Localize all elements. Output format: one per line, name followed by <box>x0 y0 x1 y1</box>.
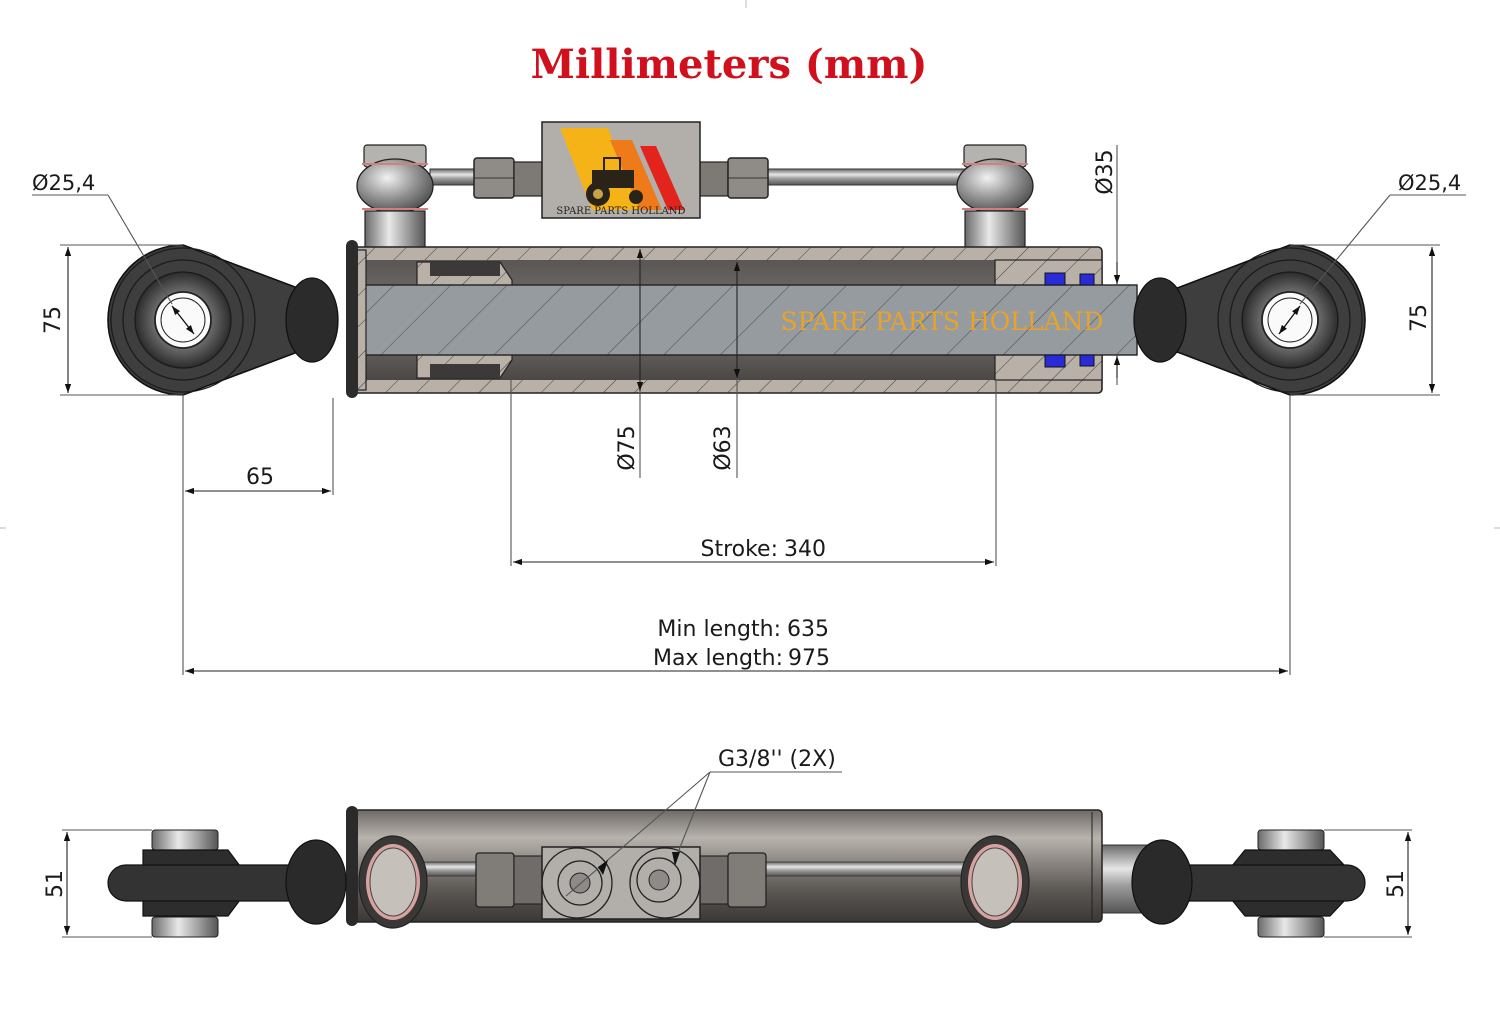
banjo-bolt-left <box>358 835 428 929</box>
dim-min-length-label: Min length: <box>657 617 781 642</box>
banjo-bolt-right <box>960 835 1030 929</box>
dim-eye-width-right: 51 <box>1384 870 1409 898</box>
dim-cylinder-bore: Ø63 <box>711 425 736 470</box>
dim-pin-left: Ø25,4 <box>32 171 95 195</box>
logo-stripe-orange <box>610 140 662 210</box>
dim-max-length-label: Max length: <box>653 646 783 671</box>
logo-stripe-yellow <box>560 128 640 210</box>
cylinder-section-view: SPARE PARTS HOLLAND <box>346 240 1138 398</box>
top-view-dimensions: G3/8'' (2X) 51 51 <box>43 747 1412 938</box>
dim-max-length: Max length: 975 <box>653 646 830 671</box>
dim-rod-diameter: Ø35 <box>1093 149 1118 194</box>
dim-stroke-value: 340 <box>784 537 826 562</box>
seal-upper <box>1044 272 1066 286</box>
tractor-icon <box>586 157 643 206</box>
port-right <box>629 847 701 919</box>
watermark-text: SPARE PARTS HOLLAND <box>781 307 1104 336</box>
dim-cylinder-outer: Ø75 <box>615 425 640 470</box>
dim-max-length-value: 975 <box>788 646 830 671</box>
brand-logo-block: SPARE PARTS HOLLAND <box>541 121 701 219</box>
hydraulic-line-assembly <box>356 144 1034 252</box>
right-rod-eye-top <box>1131 829 1366 938</box>
cylinder-top-view <box>346 806 1151 929</box>
left-rod-eye-top <box>107 829 347 938</box>
seal-lower <box>1044 354 1066 368</box>
left-rod-eye-side <box>107 244 339 396</box>
dim-min-length-value: 635 <box>787 617 829 642</box>
page-title: Millimeters (mm) <box>531 41 928 88</box>
dim-pin-right: Ø25,4 <box>1398 171 1461 195</box>
dim-eye-offset: 65 <box>246 465 274 490</box>
dim-min-length: Min length: 635 <box>657 617 829 642</box>
logo-text: SPARE PARTS HOLLAND <box>556 206 685 217</box>
dim-eye-height-right: 75 <box>1407 304 1432 332</box>
dim-eye-height-left: 75 <box>41 306 66 334</box>
side-view-dimensions: Ø25,4 Ø25,4 75 75 Ø35 Ø75 Ø63 65 <box>32 145 1466 675</box>
dim-port-callout: G3/8'' (2X) <box>718 747 836 772</box>
dim-stroke-label: Stroke: <box>700 537 778 562</box>
dim-eye-width-left: 51 <box>43 870 68 898</box>
dim-stroke: Stroke: 340 <box>700 537 826 562</box>
right-rod-eye-side <box>1133 244 1366 396</box>
logo-stripe-red <box>640 146 684 210</box>
